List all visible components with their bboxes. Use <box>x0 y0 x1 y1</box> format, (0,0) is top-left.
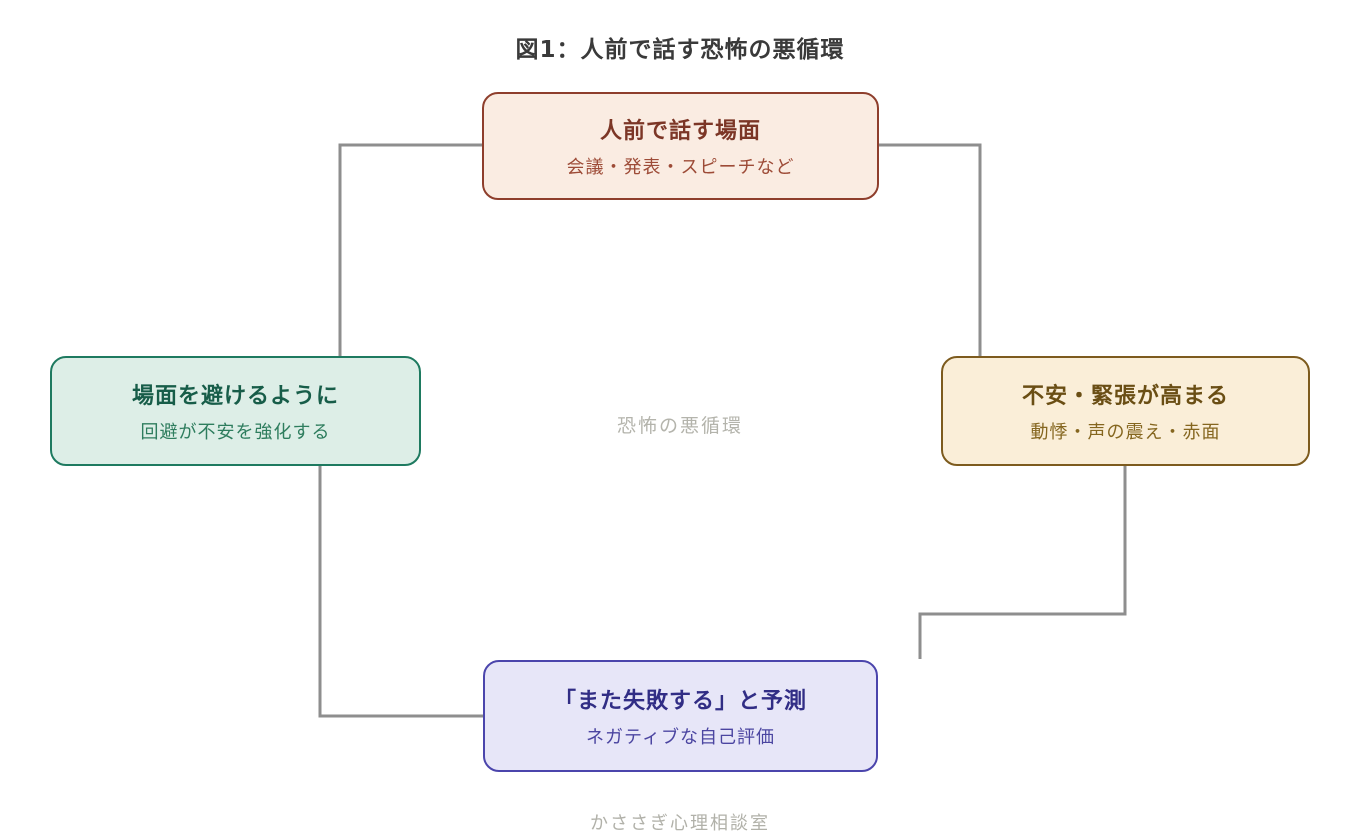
connector-trigger-to-anxiety <box>879 143 982 357</box>
connector-avoidance-to-prediction <box>318 466 484 718</box>
node-avoidance: 場面を避けるように 回避が不安を強化する <box>50 356 421 466</box>
node-title: 場面を避けるように <box>131 384 339 409</box>
page-title: 図1：人前で話す恐怖の悪循環 <box>515 37 845 63</box>
node-title: 不安・緊張が高まる <box>1021 384 1229 409</box>
node-failure-prediction: 「また失敗する」と予測 ネガティブな自己評価 <box>483 660 878 772</box>
node-subtitle: 回避が不安を強化する <box>140 422 331 443</box>
connector-trigger-to-avoidance <box>338 143 482 357</box>
node-title: 人前で話す場面 <box>599 119 761 144</box>
node-subtitle: 動悸・声の震え・赤面 <box>1030 422 1221 443</box>
footer-credit: かささぎ心理相談室 <box>590 813 770 834</box>
node-anxiety-rises: 不安・緊張が高まる 動悸・声の震え・赤面 <box>941 356 1310 466</box>
node-title: 「また失敗する」と予測 <box>553 689 807 714</box>
connector-anxiety-to-prediction <box>918 466 1127 659</box>
node-speaking-situation: 人前で話す場面 会議・発表・スピーチなど <box>482 92 879 200</box>
node-subtitle: 会議・発表・スピーチなど <box>566 157 795 178</box>
node-subtitle: ネガティブな自己評価 <box>586 727 775 748</box>
cycle-watermark-label: 恐怖の悪循環 <box>616 415 743 437</box>
